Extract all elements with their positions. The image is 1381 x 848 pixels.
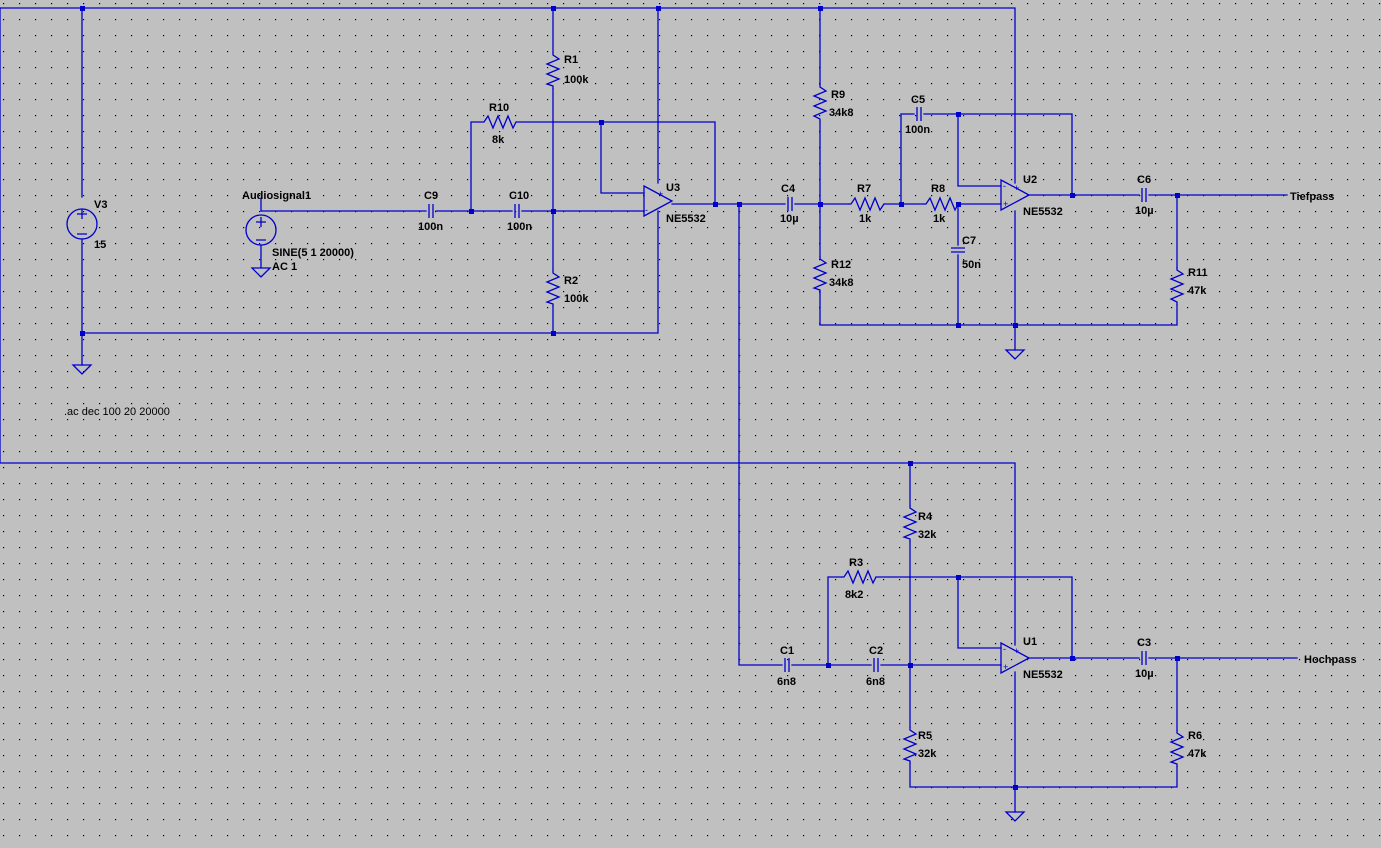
resistor-r5[interactable]: R5 32k <box>902 727 937 764</box>
svg-text:R4: R4 <box>918 511 933 523</box>
svg-text:1k: 1k <box>859 213 872 225</box>
svg-text:C9: C9 <box>424 190 438 202</box>
svg-text:C3: C3 <box>1137 637 1151 649</box>
svg-text:R5: R5 <box>918 730 932 742</box>
svg-text:R11: R11 <box>1188 267 1208 279</box>
ground-icon <box>1004 811 1026 822</box>
svg-text:+: + <box>1003 199 1008 209</box>
svg-text:-: - <box>1003 181 1006 191</box>
net-label-tiefpass: Tiefpass <box>1290 191 1334 203</box>
svg-text:47k: 47k <box>1188 285 1207 297</box>
junctions <box>80 6 1180 790</box>
svg-text:U3: U3 <box>666 182 680 194</box>
resistor-r6[interactable]: R6 47k <box>1169 730 1207 767</box>
svg-text:U1: U1 <box>1023 636 1037 648</box>
svg-text:10µ: 10µ <box>780 213 799 225</box>
svg-text:AC 1: AC 1 <box>272 261 297 273</box>
svg-text:C4: C4 <box>781 183 796 195</box>
opamp-u3[interactable]: + - U3 NE5532 <box>643 182 706 225</box>
svg-text:SINE(5 1 20000): SINE(5 1 20000) <box>272 247 354 259</box>
capacitor-c1[interactable]: C1 6n8 <box>777 645 796 688</box>
resistor-r4[interactable]: R4 32k <box>902 505 937 542</box>
svg-text:C2: C2 <box>869 645 883 657</box>
svg-text:C10: C10 <box>509 190 529 202</box>
spice-directive[interactable]: .ac dec 100 20 20000 <box>64 406 170 418</box>
voltage-source-v3[interactable]: V3 15 <box>66 199 107 251</box>
svg-text:R3: R3 <box>849 557 863 569</box>
capacitor-c4[interactable]: C4 10µ <box>780 183 799 225</box>
svg-text:-: - <box>645 205 648 215</box>
svg-text:100n: 100n <box>905 124 930 136</box>
capacitor-c2[interactable]: C2 6n8 <box>866 645 885 688</box>
sine-source-audiosignal1[interactable]: Audiosignal1 SINE(5 1 20000) AC 1 <box>242 190 354 273</box>
resistor-r10[interactable]: R10 8k <box>481 102 517 146</box>
svg-text:+: + <box>1014 183 1019 193</box>
svg-text:6n8: 6n8 <box>777 676 796 688</box>
svg-text:34k8: 34k8 <box>829 107 853 119</box>
svg-text:15: 15 <box>94 239 106 251</box>
ground-icon <box>1004 349 1026 360</box>
svg-text:NE5532: NE5532 <box>1023 206 1063 218</box>
resistor-r2[interactable]: R2 100k <box>545 270 589 307</box>
svg-text:100n: 100n <box>418 221 443 233</box>
svg-text:10µ: 10µ <box>1135 205 1154 217</box>
svg-text:100k: 100k <box>564 293 589 305</box>
svg-text:C7: C7 <box>962 235 976 247</box>
svg-text:32k: 32k <box>918 748 937 760</box>
svg-text:8k: 8k <box>492 134 505 146</box>
svg-text:100k: 100k <box>564 74 589 86</box>
svg-text:100n: 100n <box>507 221 532 233</box>
resistor-r11[interactable]: R11 47k <box>1169 267 1208 305</box>
svg-text:+: + <box>1014 646 1019 656</box>
resistor-r9[interactable]: R9 34k8 <box>812 84 853 122</box>
capacitor-c5[interactable]: C5 100n <box>905 94 930 136</box>
capacitor-c10[interactable]: C10 100n <box>507 190 532 233</box>
svg-text:R9: R9 <box>831 89 845 101</box>
capacitor-c6[interactable]: C6 10µ <box>1135 174 1154 217</box>
resistor-r12[interactable]: R12 34k8 <box>812 256 853 293</box>
svg-text:-: - <box>1003 644 1006 654</box>
svg-text:R8: R8 <box>931 183 945 195</box>
svg-text:V3: V3 <box>94 199 107 211</box>
ground-icon <box>71 364 93 375</box>
svg-text:C6: C6 <box>1137 174 1151 186</box>
svg-text:R7: R7 <box>857 183 871 195</box>
svg-text:34k8: 34k8 <box>829 277 853 289</box>
resistor-r1[interactable]: R1 100k <box>545 52 589 89</box>
svg-text:6n8: 6n8 <box>866 676 885 688</box>
opamp-u2[interactable]: + - + U2 NE5532 <box>1000 174 1063 218</box>
svg-text:R1: R1 <box>564 54 578 66</box>
svg-text:U2: U2 <box>1023 174 1037 186</box>
svg-text:1k: 1k <box>933 213 946 225</box>
svg-text:NE5532: NE5532 <box>1023 669 1063 681</box>
svg-text:R2: R2 <box>564 275 578 287</box>
svg-text:47k: 47k <box>1188 748 1207 760</box>
svg-text:R12: R12 <box>831 259 851 271</box>
opamp-u1[interactable]: + - + U1 NE5532 <box>1000 636 1063 681</box>
svg-text:Audiosignal1: Audiosignal1 <box>242 190 311 202</box>
svg-text:50n: 50n <box>962 259 981 271</box>
svg-text:C5: C5 <box>911 94 925 106</box>
resistor-r7[interactable]: R7 1k <box>848 183 885 225</box>
svg-text:32k: 32k <box>918 529 937 541</box>
capacitor-c9[interactable]: C9 100n <box>418 190 443 233</box>
svg-text:10µ: 10µ <box>1135 668 1154 680</box>
resistor-r8[interactable]: R8 1k <box>923 183 959 225</box>
svg-text:+: + <box>1003 662 1008 672</box>
svg-text:R6: R6 <box>1188 730 1202 742</box>
resistor-r3[interactable]: R3 8k2 <box>841 557 877 601</box>
capacitor-c7[interactable]: C7 50n <box>951 235 981 271</box>
capacitor-c3[interactable]: C3 10µ <box>1135 637 1154 680</box>
svg-text:NE5532: NE5532 <box>666 213 706 225</box>
net-label-hochpass: Hochpass <box>1304 654 1357 666</box>
svg-text:+: + <box>658 189 663 199</box>
svg-text:C1: C1 <box>780 645 794 657</box>
svg-text:8k2: 8k2 <box>845 589 863 601</box>
svg-text:R10: R10 <box>489 102 509 114</box>
